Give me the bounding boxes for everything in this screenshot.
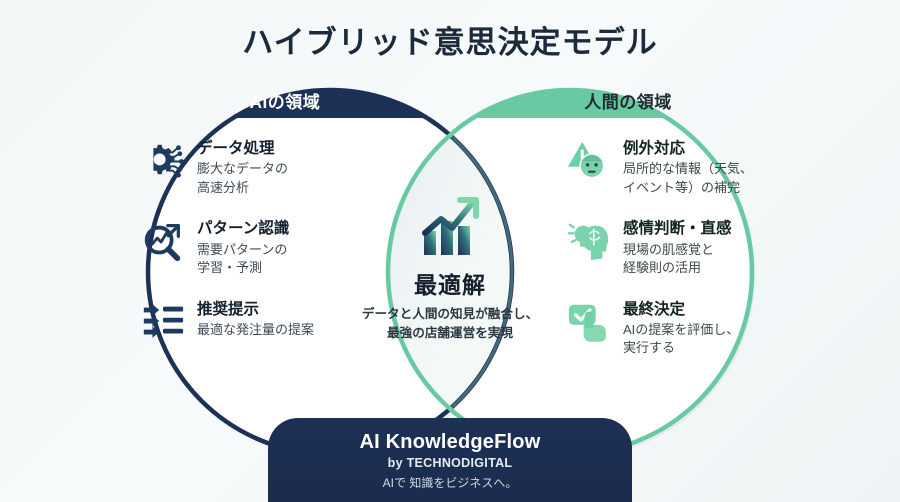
list-item-desc: 需要パターンの学習・予測 bbox=[197, 241, 288, 276]
center-title: 最適解 bbox=[414, 272, 486, 298]
page-title: ハイブリッド意思決定モデル bbox=[242, 25, 658, 60]
center-desc: データと人間の知見が融合し、最強の店舗運営を実現 bbox=[361, 307, 539, 340]
brand-tagline: AIで 知識をビジネスへ。 bbox=[382, 476, 518, 490]
list-item-text: 最終決定 AIの提案を評価し、実行する bbox=[623, 299, 739, 358]
arrow-list-icon bbox=[143, 303, 184, 338]
center-optimal-block: 最適解 データと人間の知見が融合し、最強の店舗運営を実現 bbox=[330, 192, 570, 342]
list-item-title: 感情判断・直感 bbox=[623, 220, 732, 238]
list-item-title: 最終決定 bbox=[623, 300, 686, 318]
list-item-title: 例外対応 bbox=[623, 140, 686, 157]
list-item-text: 推奨提示 最適な発注量の提案 bbox=[197, 299, 314, 340]
list-item-desc: 局所的な情報（天気、イベント等）の補完 bbox=[623, 161, 754, 195]
badge-ai-label: AIの領域 bbox=[249, 93, 321, 112]
list-item[interactable]: データ処理 膨大なデータの高速分析 bbox=[140, 138, 390, 197]
lens-inner-accent bbox=[388, 90, 514, 454]
list-item-desc: 現場の肌感覚と経験則の活用 bbox=[623, 241, 715, 276]
gear-circuit-icon bbox=[153, 144, 184, 178]
badge-human-label: 人間の領域 bbox=[584, 93, 672, 112]
badge-human-domain: 人間の領域 bbox=[538, 88, 718, 113]
list-item-text: 例外対応 局所的な情報（天気、イベント等）の補完 bbox=[623, 138, 753, 197]
check-hand-icon bbox=[568, 304, 606, 342]
list-item-title: データ処理 bbox=[197, 140, 275, 157]
list-item[interactable]: 例外対応 局所的な情報（天気、イベント等）の補完 bbox=[566, 138, 816, 197]
human-feature-list: 例外対応 局所的な情報（天気、イベント等）の補完 感情判断・直感 bbox=[566, 138, 816, 379]
list-item[interactable]: パターン認識 需要パターンの学習・予測 bbox=[140, 218, 390, 277]
lightbulb-head-icon bbox=[567, 223, 609, 261]
brand-name: AI KnowledgeFlow bbox=[359, 431, 541, 453]
list-item-desc: AIの提案を評価し、実行する bbox=[623, 321, 740, 356]
list-item-text: データ処理 膨大なデータの高速分析 bbox=[197, 138, 288, 197]
growth-chart-arrow-icon bbox=[422, 197, 479, 255]
magnifier-trend-icon bbox=[144, 224, 181, 262]
badge-ai-domain: AIの領域 bbox=[200, 88, 370, 113]
list-item-text: パターン認識 需要パターンの学習・予測 bbox=[197, 218, 289, 277]
list-item-text: 感情判断・直感 現場の肌感覚と経験則の活用 bbox=[623, 218, 732, 277]
intersection-lens bbox=[388, 90, 512, 454]
list-item[interactable]: 推奨提示 最適な発注量の提案 bbox=[140, 299, 390, 345]
list-item-title: パターン認識 bbox=[197, 220, 290, 238]
ai-feature-list: データ処理 膨大なデータの高速分析 パターン認識 需要パターンの学習・予測 bbox=[140, 138, 390, 366]
list-item[interactable]: 感情判断・直感 現場の肌感覚と経験則の活用 bbox=[566, 218, 816, 277]
list-item[interactable]: 最終決定 AIの提案を評価し、実行する bbox=[566, 299, 816, 358]
footer-brand-panel: AI KnowledgeFlow by TECHNODIGITAL AIで 知識… bbox=[268, 418, 632, 502]
list-item-desc: 膨大なデータの高速分析 bbox=[197, 161, 289, 195]
list-item-desc: 最適な発注量の提案 bbox=[197, 321, 315, 337]
alert-face-icon bbox=[567, 141, 605, 179]
list-item-title: 推奨提示 bbox=[197, 300, 260, 318]
brand-by: by TECHNODIGITAL bbox=[387, 456, 513, 470]
